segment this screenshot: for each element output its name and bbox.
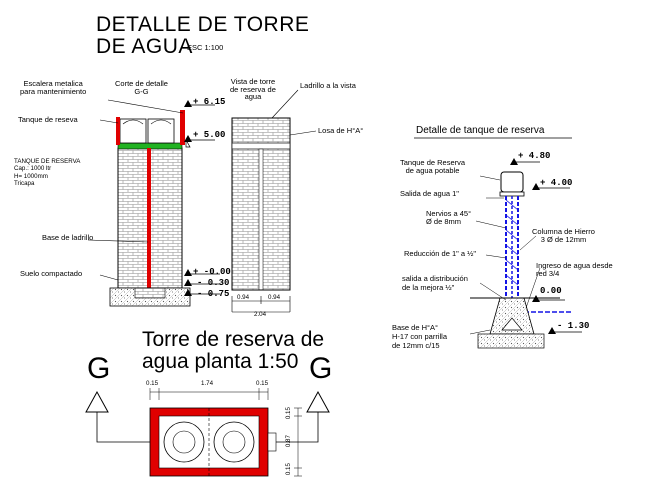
label-corte: Corte de detalle G-G xyxy=(115,79,168,96)
plan-dim-top-1: 0.15 xyxy=(146,380,159,387)
tank-label-distribucion: salida a distribución de la mejora ½" xyxy=(402,274,468,293)
section-tower xyxy=(87,99,220,307)
tank-level-130: - 1.30 xyxy=(557,321,590,331)
tank-label-ingreso: Ingreso de agua desde red 3/4 xyxy=(536,261,613,278)
level-615: + 6.15 xyxy=(193,97,226,107)
title-scale: ESC 1:100 xyxy=(187,43,224,52)
section-mark-right: G xyxy=(309,352,333,385)
label-vista: Vista de torre de reserva de agua xyxy=(230,77,276,101)
label-suelo: Suelo compactado xyxy=(20,269,83,278)
level-000: + -0.00 xyxy=(193,267,231,277)
label-escalera: Escalera metalica para mantenimiento xyxy=(20,79,87,96)
label-tanque-info: TANQUE DE RESERVA Cap.: 1000 ltr H= 1000… xyxy=(14,158,81,188)
dim-204: 2.04 xyxy=(254,311,267,318)
view-tower xyxy=(231,89,317,313)
dim-094-a: 0.94 xyxy=(237,294,250,301)
section-mark-left: G xyxy=(87,352,111,385)
plan-dim-right-1: 0.15 xyxy=(284,407,292,420)
tank-label-columna: Columna de Hierro 3 Ø de 12mm xyxy=(532,227,595,244)
plan-dim-top-3: 0.15 xyxy=(256,380,269,387)
plan-drawing xyxy=(85,388,330,477)
label-ladrillo-vista: Ladrillo a la vista xyxy=(300,81,356,90)
tank-label-salida: Salida de agua 1" xyxy=(400,189,459,198)
tank-label-reduccion: Reducción de 1" a ½" xyxy=(404,249,477,258)
tank-level-400: + 4.00 xyxy=(540,178,573,188)
level-075: - 0.75 xyxy=(197,289,230,299)
dim-094-b: 0.94 xyxy=(268,294,281,301)
label-base-ladrillo: Base de ladrillo xyxy=(42,233,94,242)
tank-label-base: Base de H°A° H-17 con parrilla de 12mm c… xyxy=(392,323,448,350)
plan-dim-right-3: 0.15 xyxy=(284,463,292,476)
level-500: + 5.00 xyxy=(193,130,226,140)
tank-level-000: 0.00 xyxy=(540,286,562,296)
title-line1: DETALLE DE TORRE xyxy=(96,13,310,36)
tank-level-480: + 4.80 xyxy=(518,151,551,161)
plan-dim-top-2: 1.74 xyxy=(201,380,214,387)
plan-title: Torre de reserva de agua planta 1:50 xyxy=(142,328,325,374)
tank-detail-heading: Detalle de tanque de reserva xyxy=(416,125,545,136)
title-line2: DE AGUA xyxy=(96,35,193,58)
tank-detail-drawing xyxy=(414,137,582,349)
label-losa: Losa de H°A° xyxy=(318,126,364,135)
level-030: - 0.30 xyxy=(197,278,230,288)
label-tanque: Tanque de reseva xyxy=(18,115,78,124)
plan-dim-right-2: 0.87 xyxy=(284,435,292,448)
tank-label-tanque: Tanque de Reserva de agua potable xyxy=(400,158,466,175)
tank-label-nervios: Nervios a 45° Ø de 8mm xyxy=(426,209,472,226)
